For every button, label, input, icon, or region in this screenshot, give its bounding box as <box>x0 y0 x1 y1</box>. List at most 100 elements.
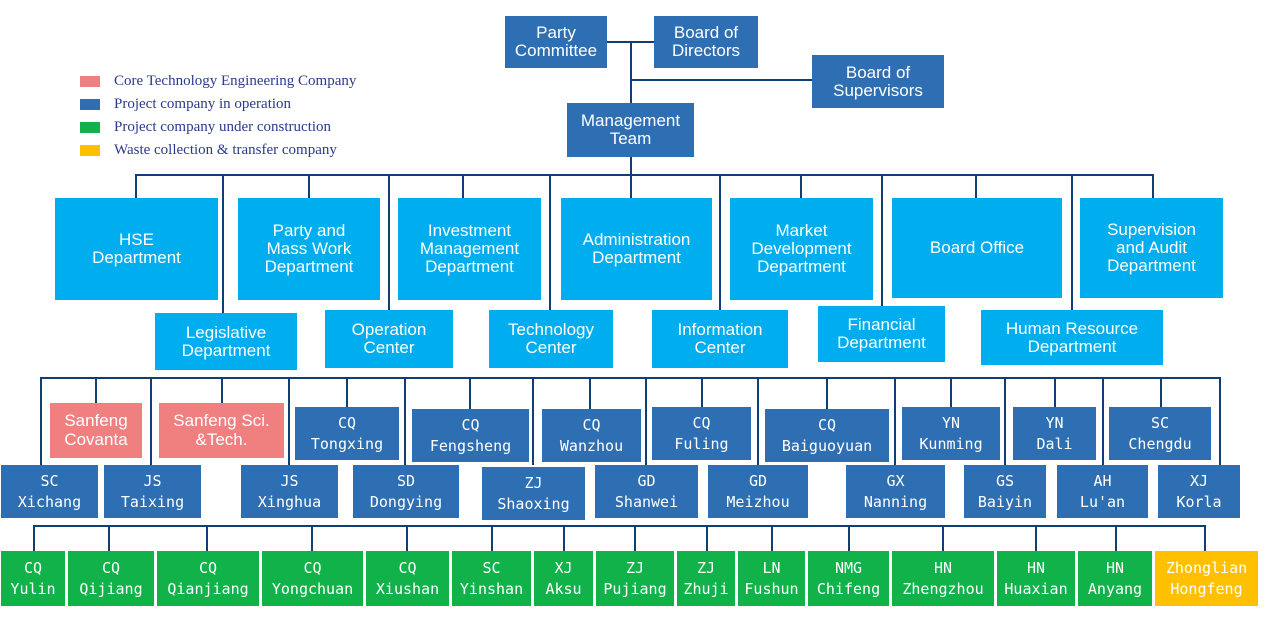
connector <box>645 377 647 465</box>
box-line: Department <box>1027 336 1117 356</box>
box-line: Baiyin <box>977 492 1033 511</box>
box-line: GX <box>886 472 905 491</box>
box-line: Xinghua <box>257 492 322 511</box>
box-line: Supervisors <box>833 80 923 100</box>
connector <box>469 377 471 409</box>
connector <box>975 174 977 198</box>
box-line: Department <box>92 248 181 267</box>
box-line: Covanta <box>64 429 128 449</box>
box-line: Huaxian <box>1004 579 1068 598</box>
box-line: &Tech. <box>195 429 248 449</box>
connector <box>206 525 208 551</box>
box-line: Board of <box>673 23 739 43</box>
connector <box>800 174 802 198</box>
connector <box>404 377 406 465</box>
box-line: XJ <box>554 559 573 578</box>
connector <box>308 174 310 198</box>
connector <box>706 525 708 551</box>
connector <box>406 525 408 551</box>
company-box: Sanfeng Sci.&Tech. <box>159 403 284 458</box>
box-line: ZJ <box>625 559 645 578</box>
legend-swatch <box>80 76 100 87</box>
box-line: Sanfeng <box>64 410 128 430</box>
box-line: Supervision <box>1107 220 1196 240</box>
box-line: Kunming <box>919 434 983 453</box>
box-line: Board of <box>845 62 911 82</box>
box-line: Nanning <box>863 492 928 511</box>
connector <box>491 525 493 551</box>
box-line: Team <box>609 129 652 148</box>
box-line: Department <box>1107 255 1196 275</box>
department-box: Board Office <box>892 198 1062 298</box>
box-line: NMG <box>834 559 863 578</box>
box-line: Center <box>363 338 415 357</box>
connector <box>311 525 313 551</box>
connector <box>563 525 565 551</box>
box-line: Yinshan <box>459 579 524 598</box>
box-line: Mass Work <box>266 239 352 259</box>
box-line: Administration <box>582 230 691 250</box>
connector <box>1054 377 1056 407</box>
box-line: Wanzhou <box>559 436 624 455</box>
box-line: Yulin <box>10 579 56 598</box>
box-line: Board Office <box>929 238 1025 258</box>
connector <box>150 377 152 465</box>
box-line: CQ <box>461 416 480 435</box>
box-line: Korla <box>1176 492 1222 511</box>
legend-item: Core Technology Engineering Company <box>80 70 356 93</box>
box-line: Xichang <box>17 492 82 511</box>
box-line: GD <box>748 472 768 491</box>
box-line: Qianjiang <box>167 579 249 598</box>
connector <box>631 79 812 81</box>
connector <box>701 377 703 407</box>
box-line: Center <box>694 338 746 357</box>
box-line: JS <box>143 472 162 491</box>
box-line: Meizhou <box>726 492 790 511</box>
connector <box>1160 377 1162 407</box>
box-line: Xiushan <box>375 579 440 598</box>
legend-swatch <box>80 122 100 133</box>
box-line: and Audit <box>1116 238 1187 258</box>
legend-label: Waste collection & transfer company <box>114 142 337 158</box>
box-line: Dali <box>1036 434 1073 453</box>
connector <box>388 174 390 312</box>
box-line: SC <box>40 472 59 491</box>
connector <box>942 525 944 551</box>
box-line: CQ <box>101 559 121 578</box>
connector <box>462 174 464 198</box>
connector <box>589 377 591 409</box>
connector <box>630 41 632 103</box>
connector <box>135 174 137 198</box>
box-line: Legislative <box>185 322 267 342</box>
connector <box>108 525 110 551</box>
box-line: ZJ <box>696 559 716 578</box>
box-line: HSE <box>119 230 154 250</box>
box-line: AH <box>1093 472 1112 491</box>
box-line: LN <box>762 559 781 578</box>
box-line: CQ <box>23 559 43 578</box>
connector <box>630 174 632 198</box>
legend-label: Core Technology Engineering Company <box>114 73 357 89</box>
